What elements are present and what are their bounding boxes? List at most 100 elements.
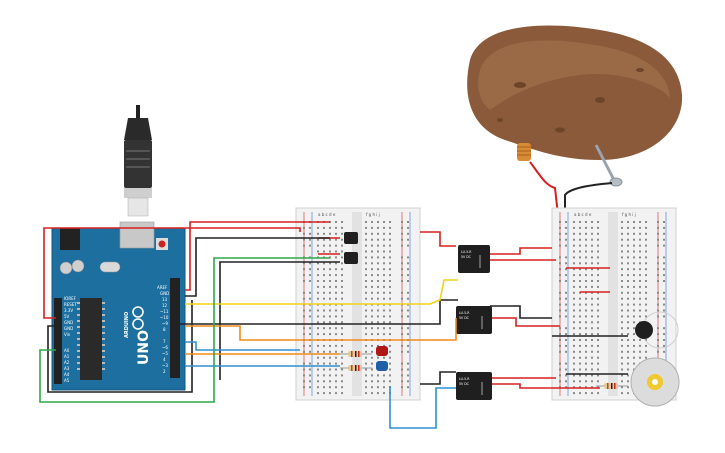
breadboard-hole xyxy=(591,238,593,241)
breadboard-hole xyxy=(597,297,599,300)
breadboard-hole xyxy=(573,238,575,241)
breadboard-hole xyxy=(645,309,647,312)
breadboard-hole xyxy=(389,221,391,223)
rail-hole xyxy=(407,256,409,259)
breadboard-hole xyxy=(329,356,331,359)
rail-hole xyxy=(401,221,403,223)
svg-text:8: 8 xyxy=(163,327,166,332)
breadboard-hole xyxy=(341,333,343,336)
breadboard-hole xyxy=(573,291,575,294)
breadboard-hole xyxy=(377,250,379,253)
breadboard-hole xyxy=(389,250,391,253)
breadboard-hole xyxy=(591,368,593,371)
breadboard-hole xyxy=(627,374,629,377)
breadboard-hole xyxy=(371,238,373,241)
breadboard-hole xyxy=(371,392,373,395)
breadboard-hole xyxy=(597,362,599,365)
breadboard-hole xyxy=(317,226,319,229)
breadboard-hole xyxy=(639,274,641,277)
svg-text:~6: ~6 xyxy=(162,345,168,350)
breadboard-hole xyxy=(365,315,367,318)
breadboard-hole xyxy=(389,380,391,383)
rail-hole xyxy=(565,333,567,336)
rail-hole xyxy=(407,262,409,265)
breadboard-hole xyxy=(627,256,629,259)
rail-hole xyxy=(401,291,403,294)
breadboard-hole xyxy=(341,380,343,383)
breadboard-hole xyxy=(335,262,337,265)
breadboard-hole xyxy=(335,368,337,371)
breadboard-hole xyxy=(591,221,593,223)
rail-hole xyxy=(309,238,311,241)
breadboard-hole xyxy=(645,250,647,253)
rail-hole xyxy=(303,368,305,371)
svg-text:A4: A4 xyxy=(64,372,70,377)
breadboard-hole xyxy=(317,321,319,324)
breadboard-hole xyxy=(621,232,623,235)
breadboard-hole xyxy=(317,280,319,282)
rail-hole xyxy=(565,256,567,259)
rail-hole xyxy=(401,309,403,312)
breadboard-hole xyxy=(585,274,587,277)
breadboard-hole xyxy=(621,333,623,336)
breadboard-hole xyxy=(389,315,391,318)
rail-hole xyxy=(657,221,659,223)
breadboard-hole xyxy=(579,362,581,365)
resistor-3 xyxy=(596,383,628,389)
breadboard-hole xyxy=(317,285,319,288)
rail-hole xyxy=(309,350,311,353)
breadboard-hole xyxy=(621,344,623,347)
rail-hole xyxy=(559,262,561,265)
rail-hole xyxy=(663,244,665,247)
breadboard-hole xyxy=(329,315,331,318)
breadboard-hole xyxy=(645,274,647,277)
breadboard-hole xyxy=(317,232,319,235)
rail-hole xyxy=(401,262,403,265)
relay-3: LU-5-R 5V DC xyxy=(456,372,492,400)
breadboard-hole xyxy=(323,374,325,377)
breadboard-hole xyxy=(621,315,623,318)
breadboard-hole xyxy=(329,268,331,271)
breadboard-hole xyxy=(365,362,367,365)
svg-text:4: 4 xyxy=(163,357,166,362)
breadboard-hole xyxy=(573,268,575,271)
breadboard-hole xyxy=(573,250,575,253)
breadboard-hole xyxy=(323,285,325,288)
breadboard-hole xyxy=(365,256,367,259)
breadboard-hole xyxy=(585,280,587,282)
rail-hole xyxy=(559,309,561,312)
rail-hole xyxy=(657,327,659,330)
rail-hole xyxy=(565,327,567,330)
breadboard-hole xyxy=(371,244,373,247)
breadboard-hole xyxy=(597,262,599,265)
breadboard-hole xyxy=(317,350,319,353)
dc-motor xyxy=(630,357,680,407)
svg-text:Vin: Vin xyxy=(64,332,71,337)
breadboard-hole xyxy=(591,226,593,229)
rail-hole xyxy=(657,238,659,241)
breadboard-hole xyxy=(365,285,367,288)
breadboard-hole xyxy=(365,374,367,377)
breadboard-hole xyxy=(621,309,623,312)
svg-text:A0: A0 xyxy=(64,348,70,353)
breadboard-hole xyxy=(341,309,343,312)
svg-text:LU-5-R: LU-5-R xyxy=(459,311,470,315)
breadboard-hole xyxy=(389,297,391,300)
rail-hole xyxy=(309,297,311,300)
breadboard-hole xyxy=(633,339,635,341)
breadboard-hole xyxy=(591,374,593,377)
breadboard-hole xyxy=(377,285,379,288)
breadboard-hole xyxy=(329,280,331,282)
rail-hole xyxy=(309,374,311,377)
breadboard-hole xyxy=(389,291,391,294)
breadboard-hole xyxy=(323,274,325,277)
rail-hole xyxy=(407,362,409,365)
uno-label: UNO xyxy=(136,330,152,365)
rail-hole xyxy=(407,268,409,271)
breadboard-hole xyxy=(383,374,385,377)
breadboard-hole xyxy=(335,374,337,377)
rail-hole xyxy=(559,327,561,330)
breadboard-hole xyxy=(365,392,367,395)
breadboard-hole xyxy=(335,327,337,330)
breadboard-hole xyxy=(573,256,575,259)
